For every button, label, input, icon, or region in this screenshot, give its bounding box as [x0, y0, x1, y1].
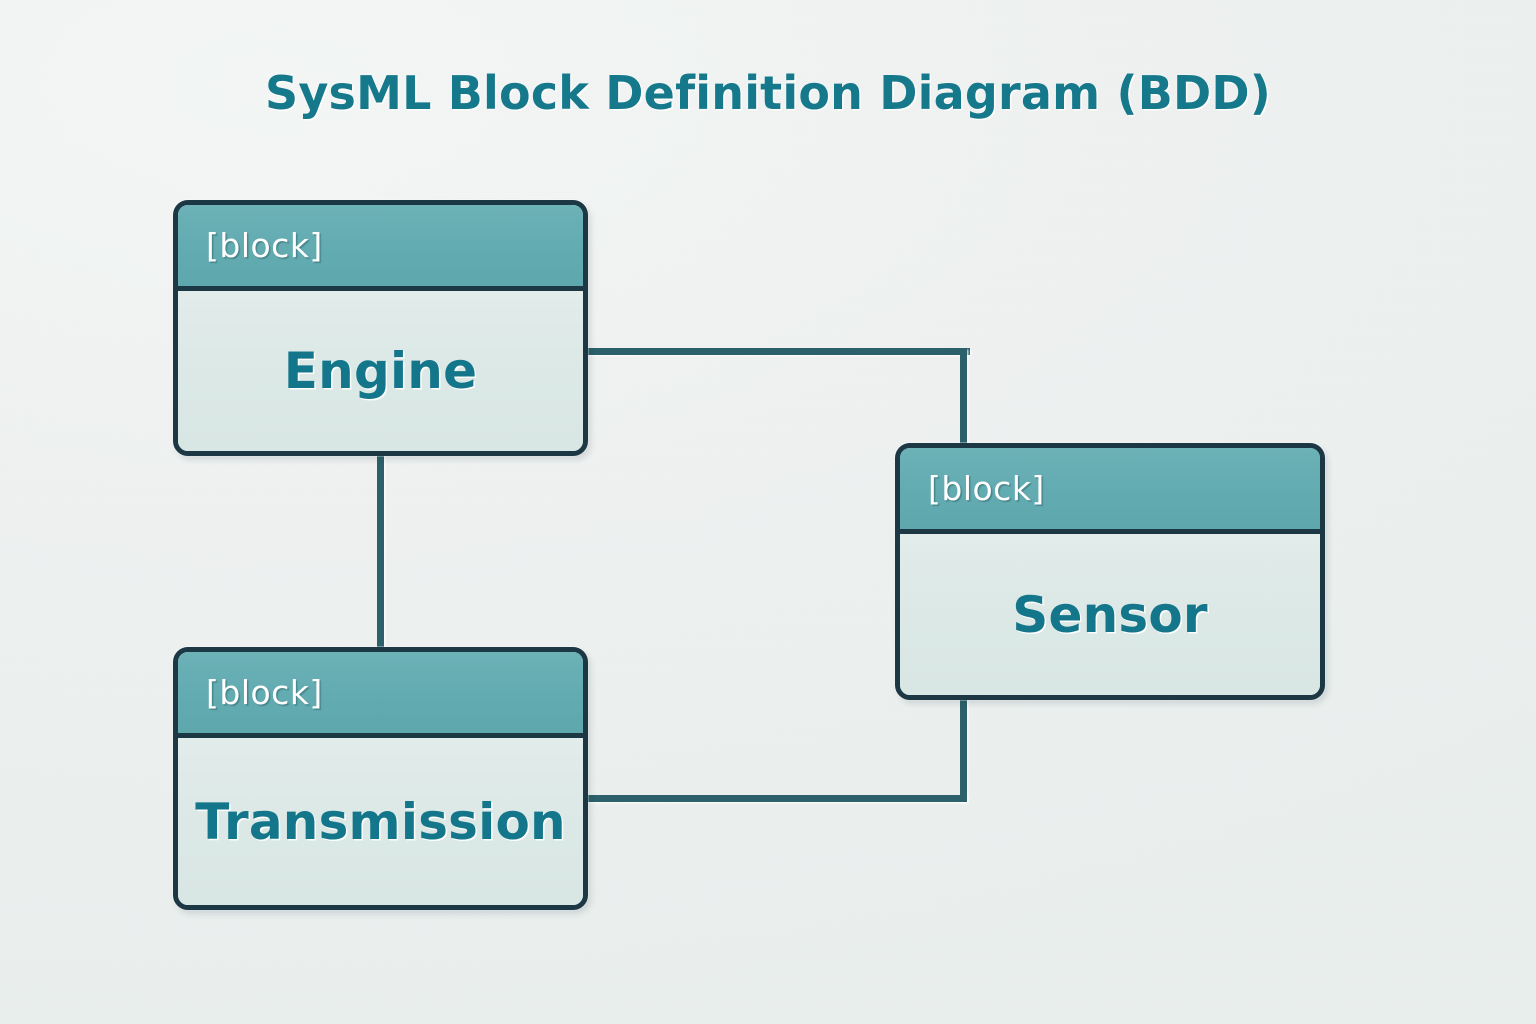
- block-transmission-stereotype: [block]: [206, 673, 323, 712]
- connector-sensor-to-transmission-vertical: [960, 696, 967, 802]
- block-engine-header: [block]: [178, 205, 583, 291]
- connector-engine-to-sensor-horizontal: [584, 348, 970, 355]
- connector-sensor-to-transmission-horizontal: [584, 795, 967, 802]
- block-sensor-stereotype: [block]: [928, 469, 1045, 508]
- block-sensor[interactable]: [block] Sensor: [895, 443, 1325, 700]
- page-title: SysML Block Definition Diagram (BDD): [265, 66, 1271, 120]
- block-engine-name: Engine: [283, 342, 478, 400]
- block-transmission-name: Transmission: [195, 792, 566, 851]
- block-transmission-body: Transmission: [178, 738, 583, 905]
- block-sensor-body: Sensor: [900, 534, 1320, 695]
- block-sensor-name: Sensor: [1012, 585, 1208, 644]
- block-transmission-header: [block]: [178, 652, 583, 738]
- block-engine[interactable]: [block] Engine: [173, 200, 588, 456]
- block-engine-body: Engine: [178, 291, 583, 451]
- connector-engine-to-transmission: [377, 452, 384, 651]
- connector-engine-to-sensor-vertical: [960, 348, 967, 448]
- block-engine-stereotype: [block]: [206, 226, 323, 265]
- block-sensor-header: [block]: [900, 448, 1320, 534]
- block-transmission[interactable]: [block] Transmission: [173, 647, 588, 910]
